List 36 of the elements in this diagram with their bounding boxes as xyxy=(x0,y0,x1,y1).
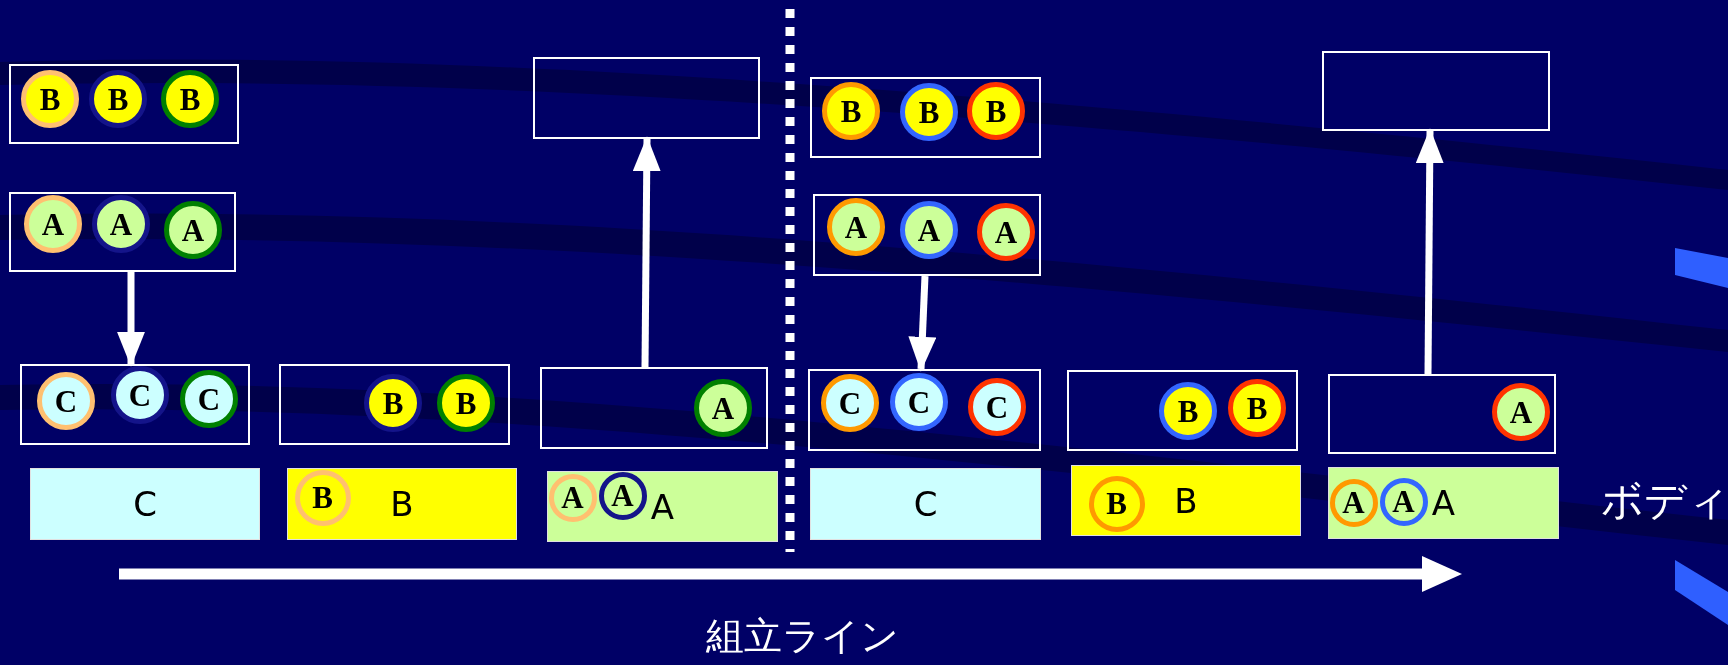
body-letter: A xyxy=(1431,486,1456,520)
arrow xyxy=(632,136,661,368)
bin-box xyxy=(1322,51,1550,131)
bin-box xyxy=(808,369,1041,451)
part-circle: B xyxy=(294,469,351,526)
body-letter: C xyxy=(913,487,938,521)
part-circle: A xyxy=(1379,477,1428,526)
bin-box xyxy=(9,192,236,272)
body-letter: B xyxy=(390,487,414,521)
bin-box xyxy=(1067,370,1298,451)
bin-box xyxy=(540,367,768,449)
bin-box xyxy=(279,364,510,445)
assembly-line-label: 組立ライン xyxy=(706,617,899,655)
body-block xyxy=(1328,467,1559,539)
arrow xyxy=(117,272,145,367)
body-block xyxy=(810,468,1041,540)
bin-box xyxy=(810,77,1041,158)
part-circle: B xyxy=(1088,475,1145,532)
bin-box xyxy=(813,194,1041,276)
arrow xyxy=(908,275,937,372)
bin-box xyxy=(1328,374,1556,454)
part-circle: A xyxy=(598,471,647,520)
body-letter: A xyxy=(650,489,675,524)
body-letter: B xyxy=(1174,483,1198,518)
arrow xyxy=(1415,128,1444,375)
bin-box xyxy=(20,364,250,445)
part-circle: A xyxy=(1329,478,1378,527)
body-block xyxy=(30,468,260,540)
body-block xyxy=(287,468,517,540)
bin-box xyxy=(9,64,239,144)
body-block xyxy=(547,471,778,542)
part-circle: A xyxy=(548,473,597,522)
body-letter: C xyxy=(133,487,157,521)
bin-box xyxy=(533,57,760,139)
body-block xyxy=(1071,465,1301,536)
body-label: ボディ xyxy=(1601,480,1728,522)
